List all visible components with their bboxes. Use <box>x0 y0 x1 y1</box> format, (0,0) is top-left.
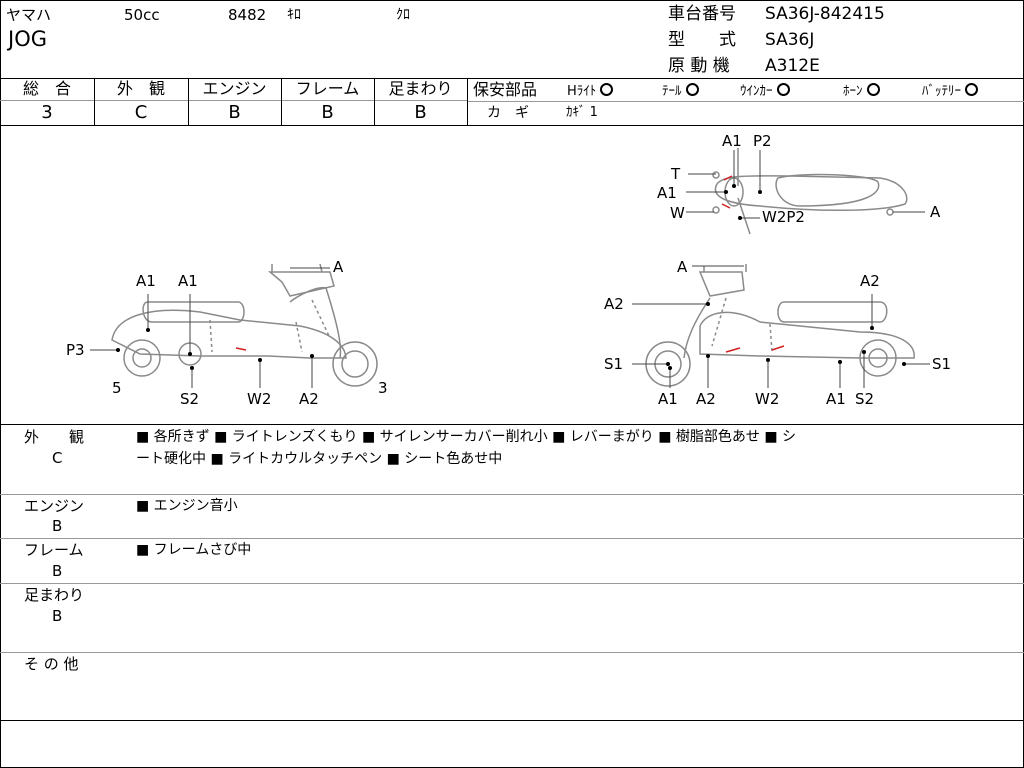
engine-code-label: 原 動 機 <box>668 56 730 76</box>
grade-table-bottom-line <box>0 125 1024 126</box>
top-label-a1: A1 <box>657 184 677 202</box>
ok-circle-icon <box>776 83 790 96</box>
details-divider <box>0 494 1024 495</box>
right-label-a2-front: A2 <box>604 295 624 313</box>
safety-item-horn: ﾎｰﾝ <box>843 83 880 98</box>
detail-label-exterior: 外 観 <box>24 428 85 446</box>
right-label-w2: W2 <box>755 390 779 408</box>
top-label-p2-head: P2 <box>753 132 772 150</box>
left-label-p3: P3 <box>66 341 85 359</box>
safety-mid-line <box>467 101 1024 102</box>
details-divider <box>0 583 1024 584</box>
detail-grade-suspension: B <box>52 607 63 625</box>
mileage: 8482 <box>228 6 267 24</box>
detail-text-exterior-2: ート硬化中 ■ ライトカウルタッチペン ■ シート色あせ中 <box>136 451 503 467</box>
safety-item-headlight: Hﾗｲﾄ <box>567 83 614 98</box>
safety-item-winker: ｳｲﾝｶｰ <box>740 83 790 98</box>
damage-marks <box>235 175 785 353</box>
left-label-a1-cover: A1 <box>178 272 198 290</box>
left-label-3: 3 <box>378 379 388 397</box>
right-label-a2-seat: A2 <box>860 272 880 290</box>
detail-label-other: そ の 他 <box>24 655 79 673</box>
scooter-left-side-view <box>111 263 378 387</box>
detail-label-suspension: 足まわり <box>24 586 85 604</box>
left-label-a2: A2 <box>299 390 319 408</box>
maker-name: ヤマハ <box>6 6 52 24</box>
top-label-a1-head: A1 <box>722 132 742 150</box>
detail-grade-frame: B <box>52 562 63 580</box>
ok-circle-icon <box>600 83 614 96</box>
ok-circle-icon <box>685 83 699 96</box>
displacement: 50cc <box>124 6 160 24</box>
grade-label-engine: エンジン <box>202 79 267 98</box>
grade-value-suspension: B <box>414 102 427 123</box>
right-label-a-top: A <box>677 258 688 276</box>
grade-table-top-line <box>0 78 1024 79</box>
top-label-w2p2: W2P2 <box>762 208 805 226</box>
detail-grade-engine: B <box>52 517 63 535</box>
top-label-a-rear: A <box>930 203 941 221</box>
detail-text-frame: ■ フレームさび中 <box>136 542 252 558</box>
grade-table-mid-line <box>0 100 467 101</box>
right-label-s1-front: S1 <box>604 355 623 373</box>
grade-col-divider <box>467 78 468 125</box>
key-count: ｶｷﾞ 1 <box>566 105 598 120</box>
mileage-unit: ｷﾛ <box>287 7 301 23</box>
ok-circle-icon <box>866 83 880 96</box>
safety-item-battery: ﾊﾞｯﾃﾘｰ <box>922 83 978 98</box>
right-label-s1-rear: S1 <box>932 355 951 373</box>
detail-text-exterior-1: ■ 各所きず ■ ライトレンズくもり ■ サイレンサーカバー削れ小 ■ レバーま… <box>136 429 797 445</box>
right-label-a2-floor: A2 <box>696 390 716 408</box>
key-label: カ ギ <box>487 105 529 121</box>
grade-col-divider <box>188 78 189 125</box>
model-type-label: 型 式 <box>668 30 736 50</box>
grade-col-divider <box>281 78 282 125</box>
frame-number: SA36J-842415 <box>765 4 885 24</box>
left-label-w2: W2 <box>247 390 271 408</box>
right-label-a1-wheel: A1 <box>658 390 678 408</box>
right-label-a1-body: A1 <box>826 390 846 408</box>
ok-circle-icon <box>965 83 978 96</box>
frame-number-label: 車台番号 <box>668 4 736 24</box>
detail-text-engine: ■ エンジン音小 <box>136 498 238 514</box>
scooter-top-view <box>712 148 908 235</box>
top-label-w: W <box>670 204 685 222</box>
details-bottom-line <box>0 720 1024 721</box>
grade-col-divider <box>94 78 95 125</box>
left-label-a1-seat: A1 <box>136 272 156 290</box>
engine-code: A312E <box>765 56 820 76</box>
grade-label-overall: 総 合 <box>22 79 71 98</box>
left-label-a-top: A <box>333 258 344 276</box>
vehicle-color: ｸﾛ <box>396 7 410 23</box>
top-label-t: T <box>670 165 681 183</box>
damage-diagram: A A1 A1 P3 5 3 S2 W2 A2 A A2 A2 S1 S1 A1… <box>66 132 951 408</box>
grade-value-exterior: C <box>134 102 148 123</box>
model-type: SA36J <box>765 30 815 50</box>
details-divider <box>0 652 1024 653</box>
detail-grade-exterior: C <box>52 449 63 467</box>
model-name: JOG <box>8 27 47 51</box>
detail-label-engine: エンジン <box>24 497 85 515</box>
grade-label-frame: フレーム <box>295 79 360 98</box>
left-label-s2: S2 <box>180 390 199 408</box>
details-divider <box>0 538 1024 539</box>
safety-item-taillight: ﾃｰﾙ <box>662 83 699 98</box>
grade-value-engine: B <box>228 102 241 123</box>
grade-label-exterior: 外 観 <box>116 79 165 98</box>
diagram-bottom-line <box>0 424 1024 425</box>
detail-label-frame: フレーム <box>24 541 84 559</box>
grade-value-overall: 3 <box>41 102 53 123</box>
right-label-s2: S2 <box>855 390 874 408</box>
safety-parts-label: 保安部品 <box>473 80 538 99</box>
grade-col-divider <box>374 78 375 125</box>
grade-value-frame: B <box>321 102 334 123</box>
left-label-5: 5 <box>112 379 122 397</box>
grade-label-suspension: 足まわり <box>388 79 453 98</box>
